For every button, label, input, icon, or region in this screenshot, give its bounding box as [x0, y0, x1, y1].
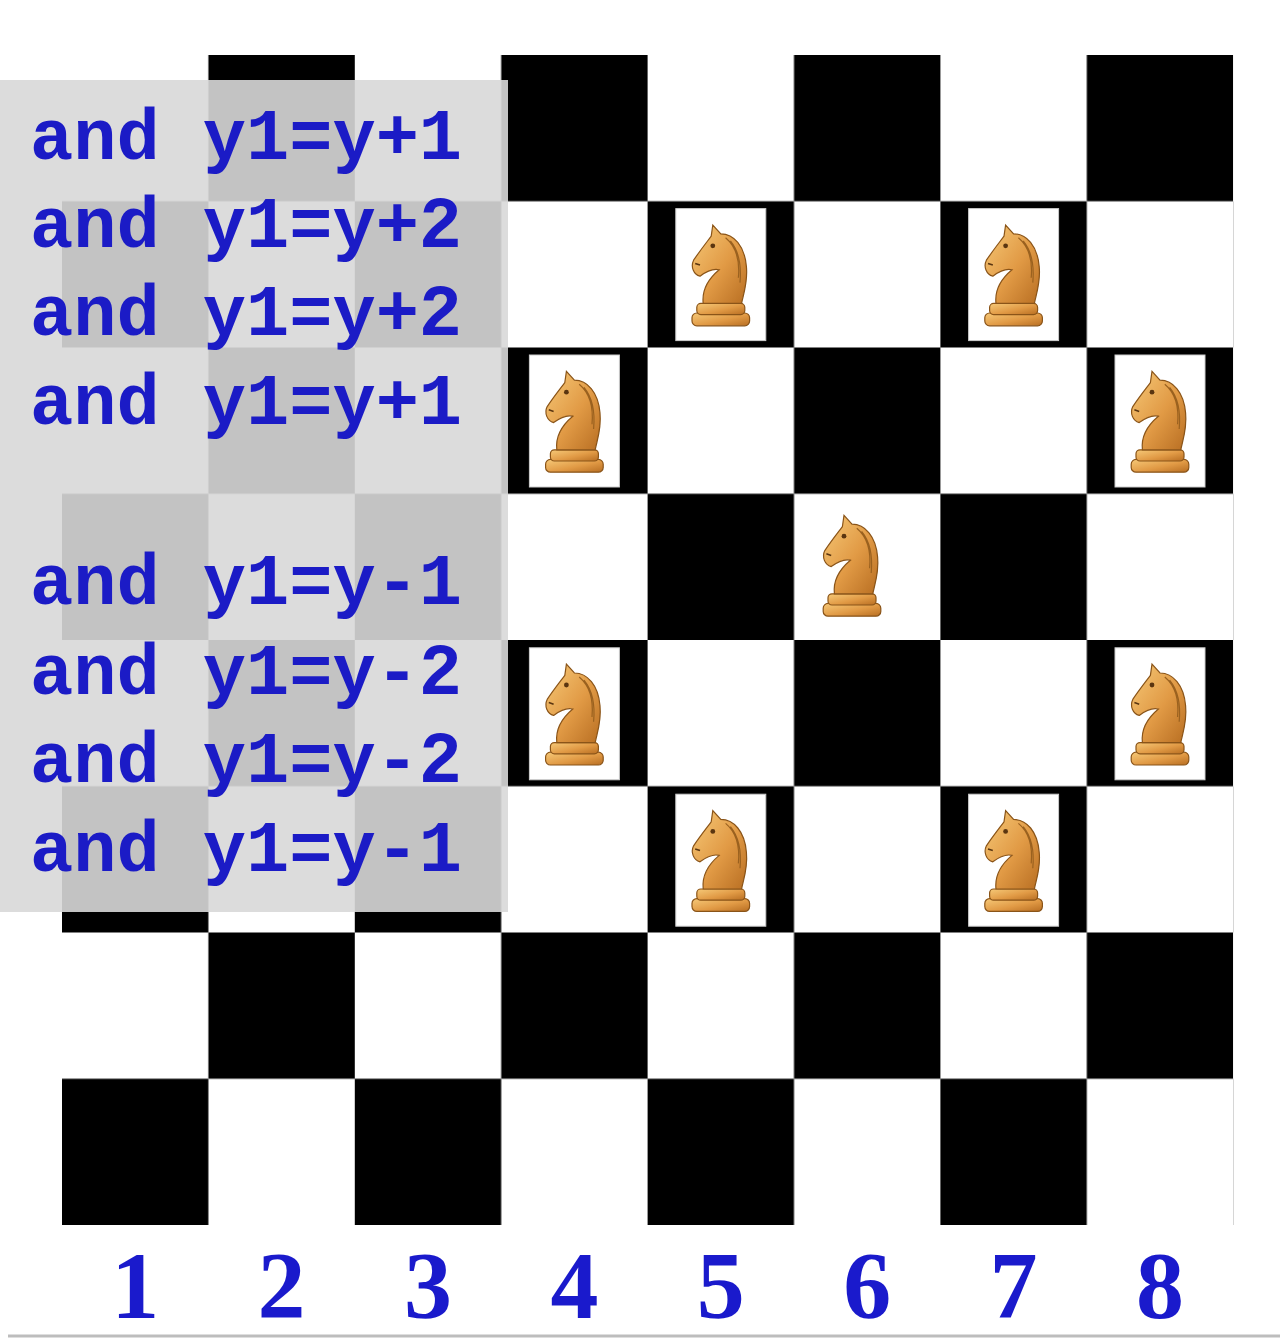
column-number: 5 — [697, 1238, 745, 1334]
code-line: and y1=y-1 — [30, 816, 462, 888]
code-line: and y1=y+1 — [30, 369, 462, 441]
column-number: 2 — [258, 1238, 306, 1334]
column-number: 3 — [404, 1238, 452, 1334]
code-panel — [0, 80, 508, 912]
code-line: and y1=y+2 — [30, 280, 462, 352]
code-line: and y1=y-2 — [30, 639, 462, 711]
column-number: 8 — [1136, 1238, 1184, 1334]
page-shadow — [8, 1335, 1280, 1338]
column-number: 4 — [550, 1238, 598, 1334]
code-line: and y1=y+2 — [30, 192, 462, 264]
column-number: 6 — [843, 1238, 891, 1334]
column-number: 1 — [111, 1238, 159, 1334]
code-line: and y1=y-1 — [30, 549, 462, 621]
column-number: 7 — [990, 1238, 1038, 1334]
code-line: and y1=y-2 — [30, 727, 462, 799]
knight-pieces — [529, 209, 1205, 927]
code-line: and y1=y+1 — [30, 104, 462, 176]
